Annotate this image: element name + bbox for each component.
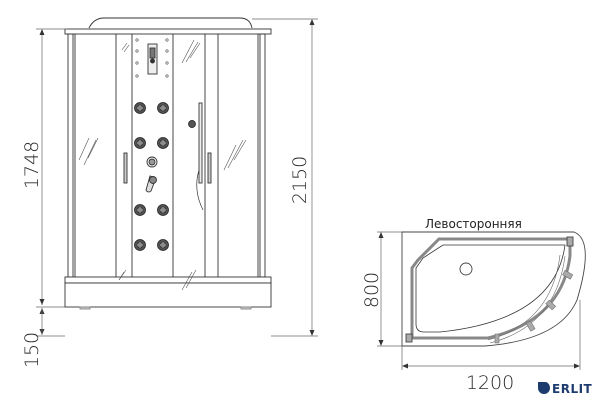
brand-logo: ERLIT bbox=[538, 382, 593, 396]
plan-dimensions bbox=[377, 231, 581, 370]
plan-view bbox=[401, 231, 586, 347]
front-dimensions bbox=[36, 18, 318, 337]
orientation-label: Левосторонняя bbox=[425, 217, 522, 231]
dim-tray-height: 150 bbox=[21, 332, 43, 368]
dim-total-height: 2150 bbox=[289, 156, 311, 204]
brand-name: ERLIT bbox=[552, 382, 593, 396]
erlit-logo-icon bbox=[538, 382, 551, 394]
dim-cabin-height: 1748 bbox=[21, 141, 43, 189]
dim-width: 1200 bbox=[466, 372, 514, 394]
front-view bbox=[64, 17, 272, 310]
dim-depth: 800 bbox=[361, 272, 383, 308]
